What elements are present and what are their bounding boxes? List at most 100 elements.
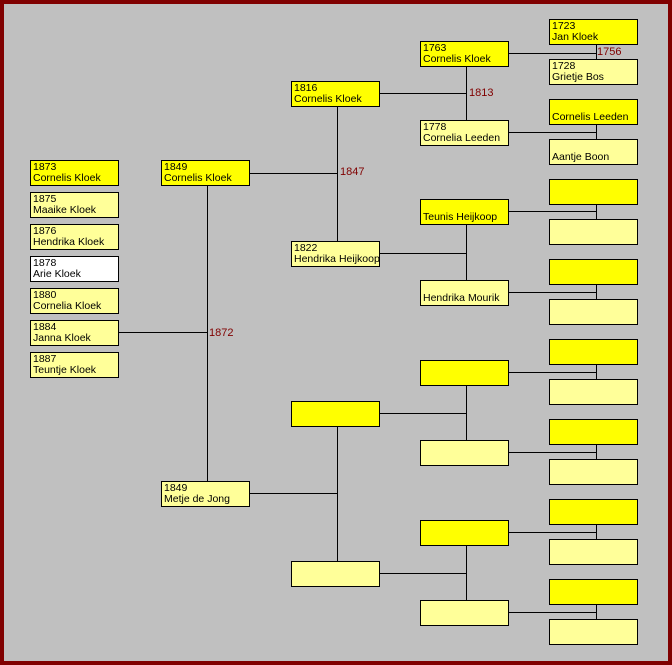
gg-grandparent-box[interactable] (549, 419, 638, 445)
person-year: 1876 (33, 225, 57, 237)
connector-line (466, 545, 467, 600)
person-year (552, 461, 635, 472)
great-grandparent-box[interactable] (420, 520, 509, 546)
person-year (552, 261, 635, 272)
gg-grandparent-box[interactable]: Cornelis Leeden (549, 99, 638, 125)
person-year (552, 501, 635, 512)
person-year (552, 421, 635, 432)
person-name (552, 592, 635, 603)
great-grandparent-box[interactable] (420, 360, 509, 386)
person-name (294, 414, 377, 425)
person-name (423, 453, 506, 464)
great-grandparent-box[interactable] (420, 600, 509, 626)
marriage-year: 1847 (340, 166, 365, 178)
person-year (423, 362, 506, 373)
person-name: Hendrika Mourik (423, 292, 500, 304)
person-year: 1880 (33, 289, 57, 301)
grandparent-box[interactable] (291, 401, 380, 427)
person-name: Aantje Boon (552, 151, 610, 163)
connector-line (207, 185, 208, 481)
gg-grandparent-box[interactable] (549, 539, 638, 565)
person-year (552, 221, 635, 232)
person-name: Hendrika Kloek (33, 236, 105, 248)
person-name: Grietje Bos (552, 71, 604, 83)
marriage-year: 1872 (209, 327, 234, 339)
gg-grandparent-box[interactable] (549, 339, 638, 365)
person-year: 1887 (33, 353, 57, 365)
gg-grandparent-box[interactable] (549, 179, 638, 205)
gg-grandparent-box[interactable] (549, 379, 638, 405)
person-name (552, 432, 635, 443)
gg-grandparent-box[interactable] (549, 219, 638, 245)
connector-line (596, 124, 597, 139)
connector-line (379, 573, 466, 574)
person-name (552, 472, 635, 483)
gg-grandparent-box[interactable] (549, 579, 638, 605)
connector-line (379, 93, 466, 94)
gg-grandparent-box[interactable] (549, 459, 638, 485)
gg-grandparent-box[interactable] (549, 299, 638, 325)
connector-line (337, 106, 338, 241)
person-name: Cornelis Kloek (423, 53, 491, 65)
connector-line (596, 364, 597, 379)
person-year: 1849 (164, 161, 188, 173)
person-year (423, 522, 506, 533)
connector-line (379, 413, 466, 414)
person-name: Janna Kloek (33, 332, 91, 344)
connector-line (466, 385, 467, 440)
person-name: Cornelia Leeden (423, 132, 501, 144)
gg-grandparent-box[interactable]: Aantje Boon (549, 139, 638, 165)
connector-line (379, 253, 466, 254)
person-year (423, 602, 506, 613)
person-year (552, 181, 635, 192)
person-year (552, 301, 635, 312)
connector-line (596, 44, 597, 59)
connector-line (337, 426, 338, 561)
person-year (294, 563, 377, 574)
gg-grandparent-box[interactable] (549, 259, 638, 285)
person-name: Cornelis Kloek (294, 93, 362, 105)
person-year (552, 381, 635, 392)
person-name (552, 512, 635, 523)
great-grandparent-box[interactable]: Hendrika Mourik (420, 280, 509, 306)
person-year: 1878 (33, 257, 57, 269)
person-year (552, 541, 635, 552)
person-name: Arie Kloek (33, 268, 81, 280)
person-year: 1884 (33, 321, 57, 333)
person-year (423, 442, 506, 453)
great-grandparent-box[interactable]: Teunis Heijkoop (420, 199, 509, 225)
person-name (423, 613, 506, 624)
great-grandparent-box[interactable] (420, 440, 509, 466)
person-year (294, 403, 377, 414)
person-name: Teuntje Kloek (33, 364, 97, 376)
person-name: Cornelis Kloek (33, 172, 101, 184)
grandparent-box[interactable] (291, 561, 380, 587)
person-name (552, 192, 635, 203)
gg-grandparent-box[interactable] (549, 499, 638, 525)
person-name: Teunis Heijkoop (423, 211, 498, 223)
connector-line (596, 604, 597, 619)
connector-line (249, 173, 337, 174)
gg-grandparent-box[interactable] (549, 619, 638, 645)
connector-line (508, 292, 596, 293)
marriage-year: 1813 (469, 87, 494, 99)
person-name (552, 552, 635, 563)
connector-line (596, 444, 597, 459)
person-name: Jan Kloek (552, 31, 599, 43)
